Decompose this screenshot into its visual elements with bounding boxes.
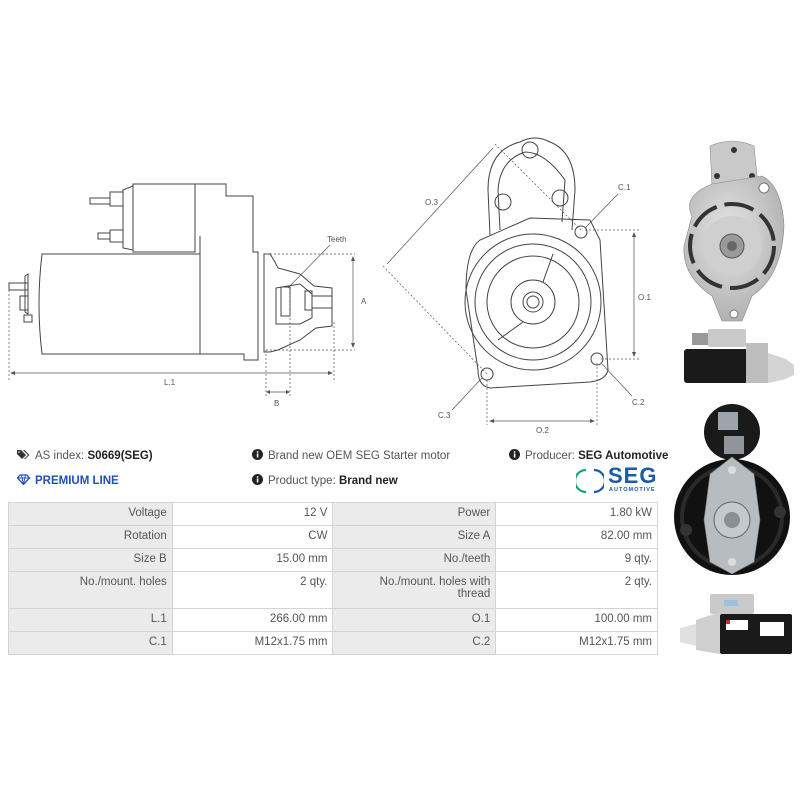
- info-icon: [252, 474, 263, 488]
- product-type: Product type: Brand new: [252, 474, 398, 488]
- photo-side-view-1: [684, 329, 794, 383]
- spec-label: O.1: [332, 608, 497, 632]
- description: Brand new OEM SEG Starter motor: [252, 449, 450, 463]
- spec-value: 9 qty.: [495, 548, 658, 572]
- as-index-label: AS index:: [35, 450, 85, 462]
- label-a: A: [361, 297, 367, 306]
- spec-value: CW: [171, 525, 334, 549]
- label-o1: O.1: [638, 293, 651, 302]
- description-text: Brand new OEM SEG Starter motor: [268, 450, 451, 462]
- label-o3: O.3: [425, 198, 438, 207]
- photo-side-view-2: [680, 594, 792, 654]
- diamond-icon: [16, 474, 31, 488]
- spec-label: Voltage: [8, 502, 173, 526]
- producer-value: SEG Automotive: [578, 450, 669, 462]
- spec-value: 12 V: [171, 502, 334, 526]
- front-view-drawing: O.3 C.1 O.1 C.3 C.2 O.2: [382, 137, 651, 435]
- spec-label: C.1: [8, 631, 173, 655]
- seg-logo-text: SEG: [608, 463, 658, 488]
- spec-label: No./mount. holes: [8, 571, 173, 609]
- table-row: L.1 266.00 mm O.1 100.00 mm: [8, 608, 658, 632]
- tags-icon: [17, 449, 30, 463]
- spec-label: Rotation: [8, 525, 173, 549]
- spec-label: Power: [332, 502, 497, 526]
- spec-label: Size A: [332, 525, 497, 549]
- table-row: Size B 15.00 mm No./teeth 9 qty.: [8, 548, 658, 572]
- spec-label: No./teeth: [332, 548, 497, 572]
- seg-automotive-logo: SEG AUTOMOTIVE: [576, 463, 662, 496]
- spec-label: L.1: [8, 608, 173, 632]
- seg-logo-subtext: AUTOMOTIVE: [609, 487, 656, 493]
- spec-label: Size B: [8, 548, 173, 572]
- photo-rear-commutator-end: [674, 404, 790, 575]
- specs-table: Voltage 12 V Power 1.80 kW Rotation CW S…: [8, 502, 658, 655]
- seg-logo-mark: [576, 468, 604, 494]
- table-row: C.1 M12x1.75 mm C.2 M12x1.75 mm: [8, 631, 658, 655]
- spec-value: 15.00 mm: [171, 548, 334, 572]
- product-type-value: Brand new: [338, 475, 398, 487]
- spec-value: 1.80 kW: [495, 502, 658, 526]
- product-type-label: Product type:: [268, 475, 336, 487]
- spec-value: M12x1.75 mm: [495, 631, 658, 655]
- photo-front-drive-end: [683, 140, 785, 322]
- as-index-value: S0669(SEG): [87, 450, 153, 462]
- label-teeth: Teeth: [327, 235, 347, 244]
- spec-label: No./mount. holes with thread: [332, 571, 497, 609]
- spec-value: 2 qty.: [495, 571, 658, 609]
- label-o2: O.2: [536, 426, 549, 435]
- spec-value: 82.00 mm: [495, 525, 658, 549]
- label-b: B: [274, 399, 279, 408]
- label-c3: C.3: [438, 411, 451, 420]
- premium-line-label: PREMIUM LINE: [35, 475, 119, 487]
- as-index: AS index: S0669(SEG): [17, 449, 153, 463]
- producer: Producer: SEG Automotive: [509, 449, 668, 463]
- producer-label: Producer:: [525, 450, 575, 462]
- spec-value: M12x1.75 mm: [171, 631, 334, 655]
- label-c2: C.2: [632, 398, 645, 407]
- label-l1: L.1: [164, 378, 176, 387]
- premium-line-badge: PREMIUM LINE: [16, 474, 119, 488]
- table-row: Voltage 12 V Power 1.80 kW: [8, 502, 658, 526]
- info-icon: [252, 449, 263, 463]
- label-c1: C.1: [618, 183, 631, 192]
- table-row: Rotation CW Size A 82.00 mm: [8, 525, 658, 549]
- spec-value: 100.00 mm: [495, 608, 658, 632]
- spec-value: 266.00 mm: [171, 608, 334, 632]
- spec-value: 2 qty.: [171, 571, 334, 609]
- side-view-drawing: Teeth A L.1 B: [8, 183, 367, 408]
- info-icon: [509, 449, 520, 463]
- spec-label: C.2: [332, 631, 497, 655]
- table-row: No./mount. holes 2 qty. No./mount. holes…: [8, 571, 658, 609]
